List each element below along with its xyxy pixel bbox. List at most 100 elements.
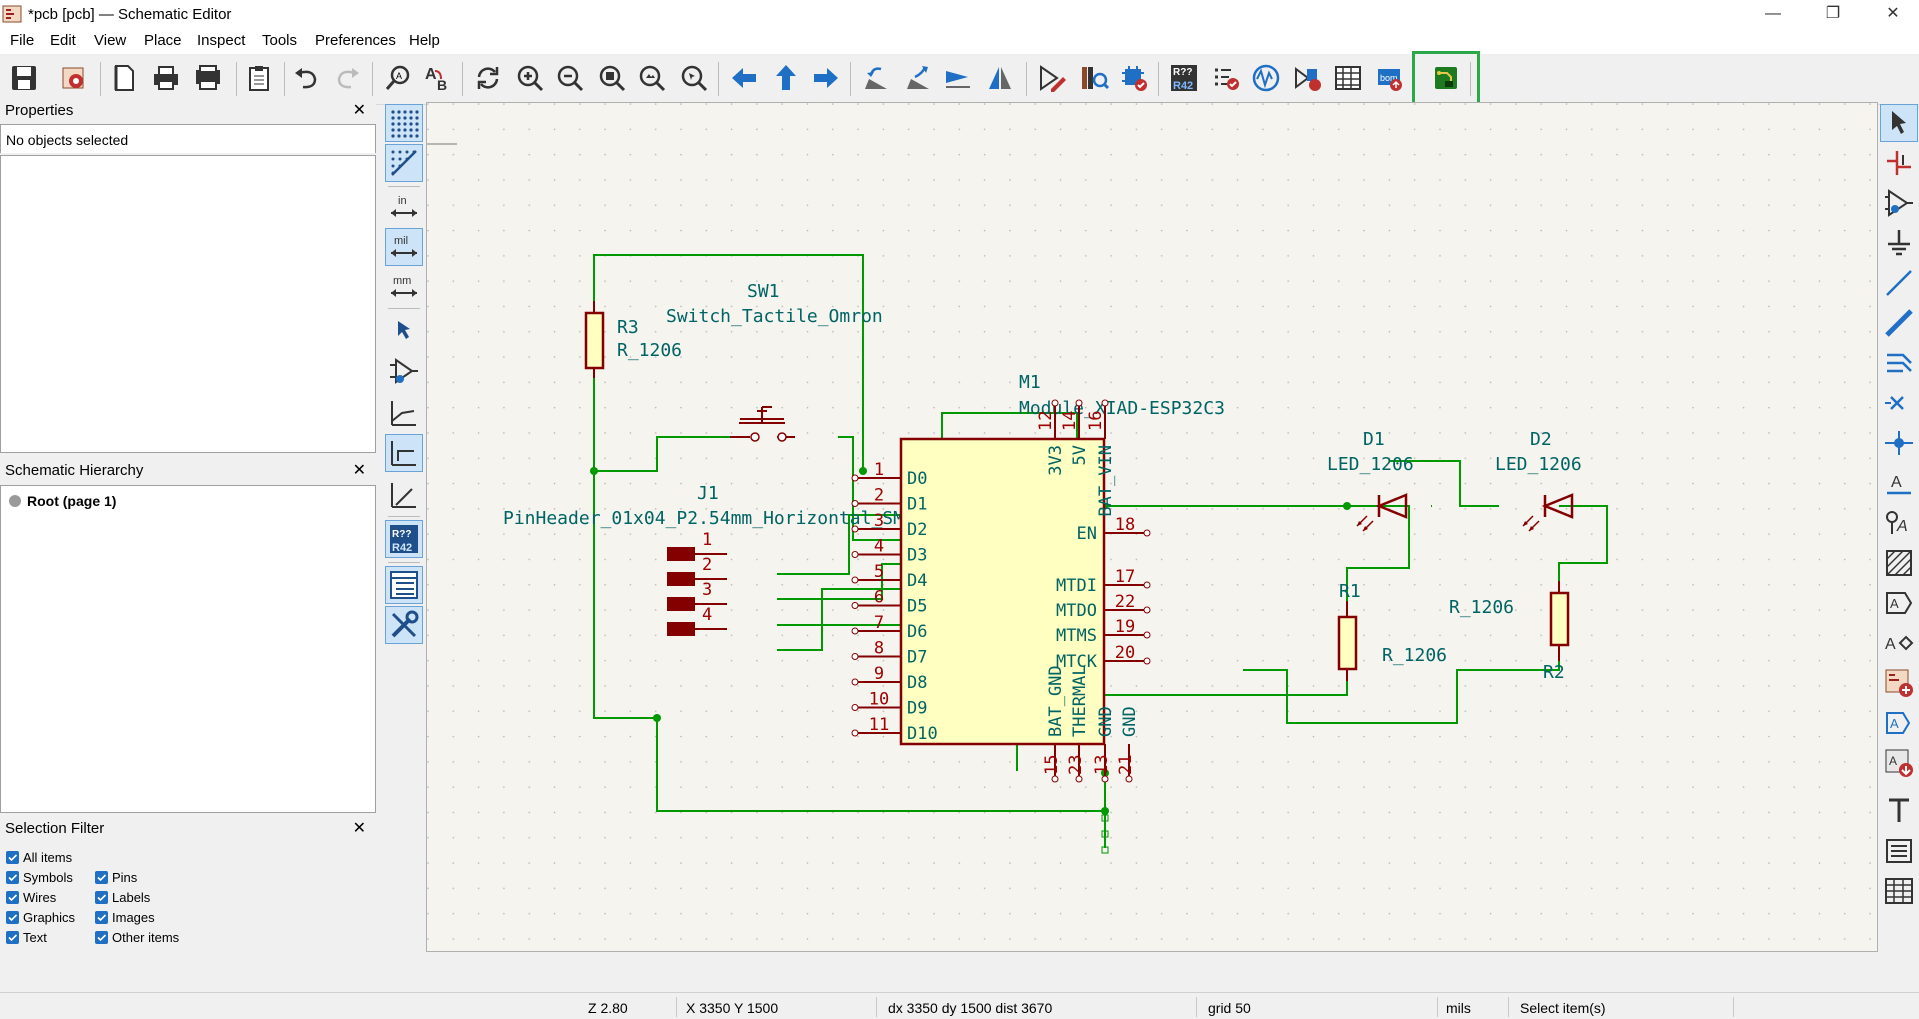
selection-filter-close-icon[interactable]: ✕ bbox=[352, 820, 366, 837]
restore-button[interactable]: ❐ bbox=[1825, 5, 1841, 22]
connector-j1[interactable]: J1 PinHeader_01x04_P2.54mm_Horizontal_SM… bbox=[503, 483, 915, 636]
zoom-fit-icon[interactable] bbox=[594, 60, 630, 96]
filter-all-items[interactable]: All items bbox=[6, 850, 72, 865]
led-d1[interactable]: D1 LED_1206 bbox=[1327, 429, 1414, 532]
filter-wires[interactable]: Wires bbox=[6, 890, 56, 905]
show-hidden-pins-icon[interactable] bbox=[385, 352, 423, 390]
schematic-canvas[interactable]: R3 R_1206 SW1 Switch_Tactile_Omron J1 Pi… bbox=[426, 102, 1878, 952]
redo-icon[interactable] bbox=[330, 60, 366, 96]
resistor-r1[interactable]: R1 R_1206 bbox=[1337, 581, 1447, 681]
menu-tools[interactable]: Tools bbox=[262, 32, 298, 49]
zoom-out-icon[interactable] bbox=[552, 60, 588, 96]
select-tool-icon[interactable] bbox=[1880, 104, 1918, 142]
hierarchy-close-icon[interactable]: ✕ bbox=[352, 462, 366, 479]
units-mm-icon[interactable]: mm bbox=[385, 268, 423, 306]
erc-icon[interactable] bbox=[1208, 60, 1244, 96]
footprint-editor-icon[interactable] bbox=[1116, 60, 1152, 96]
led-d2[interactable]: D2 LED_1206 bbox=[1495, 429, 1582, 532]
add-symbol-icon[interactable] bbox=[1880, 184, 1918, 222]
zoom-in-icon[interactable] bbox=[512, 60, 548, 96]
add-sheet-icon[interactable] bbox=[1880, 664, 1918, 702]
show-properties-panel-icon[interactable] bbox=[385, 606, 423, 644]
filter-symbols[interactable]: Symbols bbox=[6, 870, 73, 885]
filter-other-items[interactable]: Other items bbox=[95, 930, 179, 945]
close-window-button[interactable]: ✕ bbox=[1886, 5, 1900, 22]
symbol-library-browser-icon[interactable] bbox=[1076, 60, 1112, 96]
grid-dots-icon[interactable] bbox=[385, 104, 423, 142]
filter-graphics[interactable]: Graphics bbox=[6, 910, 75, 925]
units-inches-icon[interactable]: in bbox=[385, 188, 423, 226]
add-global-label-icon[interactable]: A bbox=[1880, 584, 1918, 622]
undo-icon[interactable] bbox=[288, 60, 324, 96]
filter-images[interactable]: Images bbox=[95, 910, 155, 925]
annotation-mode-icon[interactable]: R??R42 bbox=[385, 520, 423, 558]
menu-preferences[interactable]: Preferences bbox=[315, 32, 396, 49]
highlight-net-icon[interactable] bbox=[1880, 144, 1918, 182]
print-icon[interactable] bbox=[148, 60, 184, 96]
save-icon[interactable] bbox=[6, 60, 42, 96]
rotate-cw-icon[interactable] bbox=[900, 60, 936, 96]
add-junction-icon[interactable] bbox=[1880, 424, 1918, 462]
schematic-drawing[interactable]: R3 R_1206 SW1 Switch_Tactile_Omron J1 Pi… bbox=[427, 103, 1878, 952]
find-icon[interactable]: A bbox=[380, 60, 416, 96]
add-sheet-pin-icon[interactable]: A bbox=[1880, 704, 1918, 742]
refresh-icon[interactable] bbox=[470, 60, 506, 96]
zoom-fit-objects-icon[interactable] bbox=[634, 60, 670, 96]
add-table-icon[interactable] bbox=[1880, 872, 1918, 910]
menu-file[interactable]: File bbox=[10, 32, 35, 49]
cursor-full-crosshair-icon[interactable] bbox=[385, 312, 423, 350]
resistor-r2[interactable]: R_1206 R2 bbox=[1449, 581, 1570, 683]
grid-overrides-icon[interactable] bbox=[385, 144, 423, 182]
menu-inspect[interactable]: Inspect bbox=[197, 32, 246, 49]
menu-edit[interactable]: Edit bbox=[50, 32, 76, 49]
mirror-horizontal-icon[interactable] bbox=[982, 60, 1018, 96]
add-rule-area-icon[interactable] bbox=[1880, 544, 1918, 582]
wire-mode-free-angle-icon[interactable] bbox=[385, 394, 423, 432]
navigate-forward-icon[interactable] bbox=[808, 60, 844, 96]
menu-view[interactable]: View bbox=[94, 32, 127, 49]
switch-sw1[interactable]: SW1 Switch_Tactile_Omron bbox=[666, 281, 883, 442]
symbol-editor-icon[interactable] bbox=[1034, 60, 1070, 96]
wires[interactable] bbox=[593, 254, 1608, 848]
show-hierarchy-panel-icon[interactable] bbox=[385, 566, 423, 604]
add-textbox-icon[interactable] bbox=[1880, 832, 1918, 870]
simulator-icon[interactable] bbox=[1248, 60, 1284, 96]
wire-mode-45-icon[interactable] bbox=[385, 476, 423, 514]
plot-icon[interactable] bbox=[190, 60, 226, 96]
navigate-back-icon[interactable] bbox=[726, 60, 762, 96]
annotate-icon[interactable]: R??R42 bbox=[1166, 60, 1202, 96]
resistor-r3[interactable]: R3 R_1206 bbox=[584, 301, 682, 378]
wire-mode-90-icon[interactable] bbox=[385, 434, 423, 472]
add-hierarchical-label-icon[interactable]: A bbox=[1880, 624, 1918, 662]
navigate-up-icon[interactable] bbox=[768, 60, 804, 96]
import-sheet-pin-icon[interactable]: A bbox=[1880, 744, 1918, 782]
menu-help[interactable]: Help bbox=[409, 32, 440, 49]
symbol-fields-table-icon[interactable] bbox=[1330, 60, 1366, 96]
add-bus-icon[interactable] bbox=[1880, 304, 1918, 342]
add-netclass-directive-icon[interactable]: A bbox=[1880, 504, 1918, 542]
minimize-button[interactable]: — bbox=[1765, 5, 1781, 22]
filter-text[interactable]: Text bbox=[6, 930, 47, 945]
pcb-editor-icon[interactable] bbox=[1428, 60, 1464, 96]
